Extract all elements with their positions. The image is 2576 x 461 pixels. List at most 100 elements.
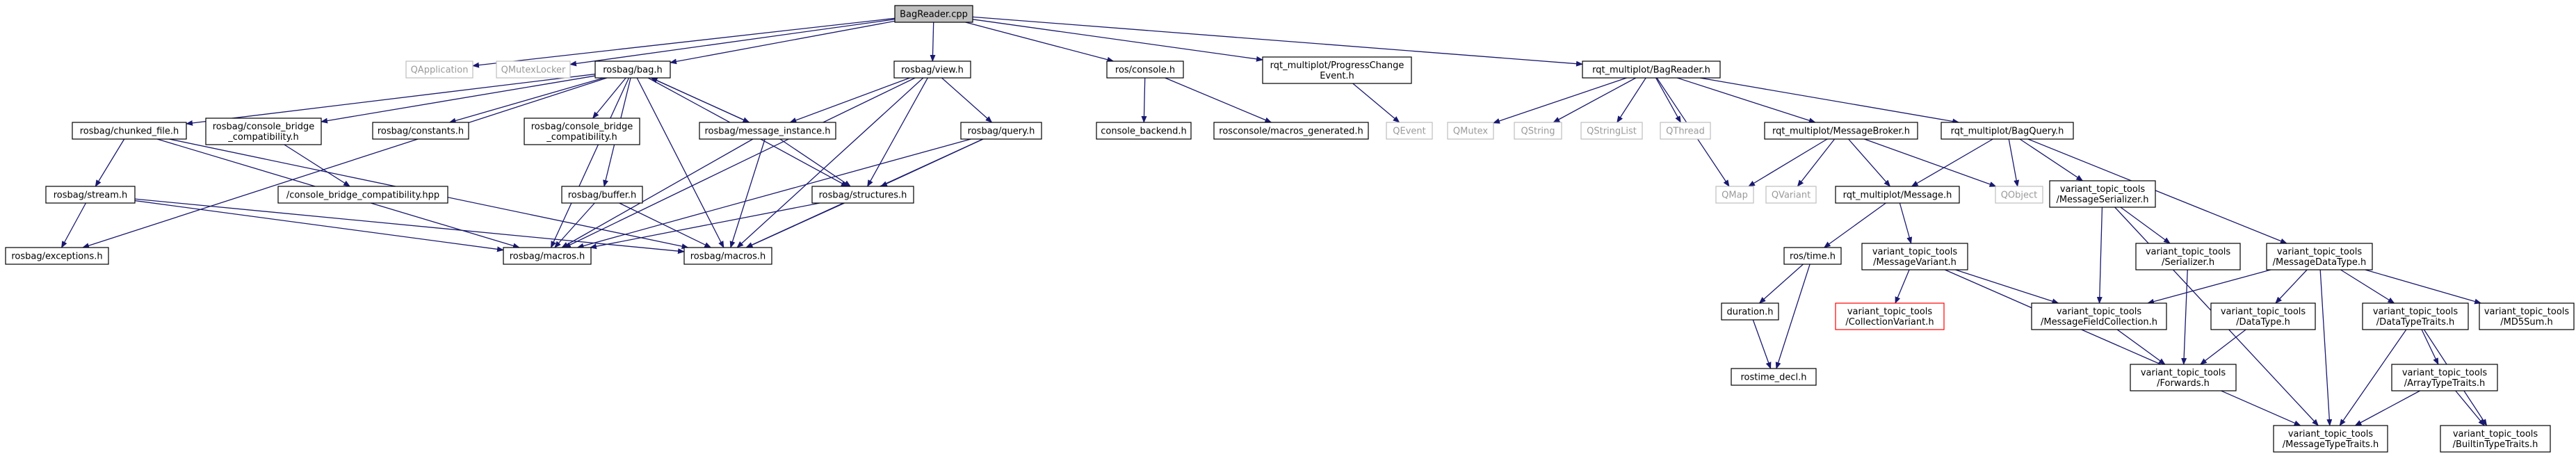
node-label: /BuiltinTypeTraits.h — [2453, 439, 2538, 450]
edge-message_instance_h-to-macros_h1 — [561, 138, 754, 248]
node-vtt_builtintraits_h[interactable]: variant_topic_tools/BuiltinTypeTraits.h — [2440, 425, 2551, 453]
edge-rosbag_bag_h-to-exceptions_h — [82, 77, 608, 249]
node-box — [2031, 302, 2167, 330]
node-rosbag_bag_h[interactable]: rosbag/bag.h — [594, 60, 671, 79]
node-ros_console_h[interactable]: ros/console.h — [1106, 60, 1184, 79]
node-vtt_datatype_h[interactable]: variant_topic_tools/DataType.h — [2210, 302, 2316, 330]
node-box — [1096, 122, 1192, 140]
node-console_backend_h[interactable]: console_backend.h — [1096, 122, 1192, 140]
node-vtt_md5_h[interactable]: variant_topic_tools/MD5Sum.h — [2479, 302, 2575, 330]
node-box — [1941, 122, 2074, 140]
edge-BagReader_cpp-to-rqt_bagreader_h — [972, 16, 1583, 67]
node-label: QString — [1521, 127, 1555, 137]
node-vtt_forwards_h[interactable]: variant_topic_tools/Forwards.h — [2130, 364, 2237, 391]
node-label: rqt_multiplot/MessageBroker.h — [1772, 127, 1910, 137]
node-rqt_bagreader_h[interactable]: rqt_multiplot/BagReader.h — [1582, 60, 1721, 79]
node-label: /MessageSerializer.h — [2056, 195, 2148, 205]
node-vtt_ser_h[interactable]: variant_topic_tools/Serializer.h — [2135, 243, 2241, 270]
node-label: QMutex — [1453, 127, 1489, 137]
node-label: QMap — [1722, 191, 1748, 201]
node-box — [2479, 302, 2575, 330]
node-box — [1764, 122, 1918, 140]
node-label: /DataTypeTraits.h — [2376, 317, 2454, 327]
node-console_bridge_h2[interactable]: rosbag/console_bridge_compatibility.h — [524, 118, 640, 145]
node-vtt_msgdatatype_h[interactable]: variant_topic_tools/MessageDataType.h — [2266, 243, 2373, 270]
edge-ros_console_h-to-macros_generated_h — [1165, 77, 1272, 123]
edge-query_h-to-macros_h1 — [576, 138, 971, 249]
edge-buffer_h-to-macros_h2 — [619, 202, 712, 248]
node-message_instance_h[interactable]: rosbag/message_instance.h — [699, 122, 836, 140]
node-QStringList: QStringList — [1580, 122, 1643, 140]
node-box — [524, 118, 640, 145]
node-box — [372, 122, 469, 140]
node-vtt_fieldcoll_h[interactable]: variant_topic_tools/MessageFieldCollecti… — [2031, 302, 2167, 330]
node-box — [1995, 186, 2043, 204]
node-box — [1731, 368, 1817, 386]
node-label: QApplication — [411, 65, 469, 76]
node-QEvent: QEvent — [1386, 122, 1433, 140]
edge-BagReader_cpp-to-rosbag_bag_h — [670, 20, 896, 65]
node-vtt_msgtypetraits_h[interactable]: variant_topic_tools/MessageTypeTraits.h — [2273, 425, 2388, 453]
node-box — [5, 247, 109, 265]
node-label: /Forwards.h — [2157, 378, 2210, 389]
node-vtt_serializer_h[interactable]: variant_topic_tools/MessageSerializer.h — [2049, 180, 2156, 208]
node-box — [2362, 302, 2469, 330]
node-ros_time_h[interactable]: ros/time.h — [1783, 247, 1842, 265]
node-chunked_file_h[interactable]: rosbag/chunked_file.h — [72, 122, 187, 140]
node-duration_h[interactable]: duration.h — [1721, 302, 1779, 321]
node-constants_h[interactable]: rosbag/constants.h — [372, 122, 469, 140]
node-box — [960, 122, 1042, 140]
node-label: rosconsole/macros_generated.h — [1219, 127, 1363, 137]
node-cb_hpp[interactable]: /console_bridge_compatibility.hpp — [277, 186, 448, 204]
node-macros_h2[interactable]: rosbag/macros.h — [683, 247, 772, 265]
node-rostime_decl_h[interactable]: rostime_decl.h — [1731, 368, 1817, 386]
node-BagReader_cpp[interactable]: BagReader.cpp — [894, 5, 973, 23]
node-label: rosbag/structures.h — [819, 191, 907, 201]
node-buffer_h[interactable]: rosbag/buffer.h — [561, 186, 643, 204]
edge-duration_h-to-rostime_decl_h — [1752, 319, 1772, 369]
edge-vtt_msgdatatype_h-to-vtt_msgtypetraits_h — [2319, 269, 2333, 426]
node-box — [2130, 364, 2237, 391]
edge-rqt_progress_h-to-QEvent — [1352, 83, 1400, 123]
node-label: /CollectionVariant.h — [1845, 317, 1934, 327]
node-structures_h[interactable]: rosbag/structures.h — [811, 186, 914, 204]
node-label: rosbag/bag.h — [603, 65, 662, 76]
node-QMutexLocker: QMutexLocker — [496, 60, 571, 79]
node-box — [45, 186, 136, 204]
node-QObject: QObject — [1995, 186, 2043, 204]
node-vtt_dttraits_h[interactable]: variant_topic_tools/DataTypeTraits.h — [2362, 302, 2469, 330]
node-rqt_message_h[interactable]: rqt_multiplot/Message.h — [1835, 186, 1960, 204]
node-box — [1262, 56, 1412, 84]
edge-buffer_h-to-macros_h1 — [554, 202, 595, 248]
edge-stream_h-to-exceptions_h — [60, 202, 87, 248]
node-stream_h[interactable]: rosbag/stream.h — [45, 186, 136, 204]
edge-vtt_msgdatatype_h-to-vtt_fieldcoll_h — [2147, 269, 2271, 305]
node-box — [1660, 122, 1711, 140]
node-console_bridge_h1[interactable]: rosbag/console_bridge_compatibility.h — [205, 118, 322, 145]
node-label: variant_topic_tools — [2221, 307, 2306, 317]
edge-rosbag_view_h-to-macros_h1 — [563, 77, 916, 248]
edge-rosbag_bag_h-to-console_bridge_h2 — [592, 77, 626, 119]
node-exceptions_h[interactable]: rosbag/exceptions.h — [5, 247, 109, 265]
node-rqt_bagquery_h[interactable]: rqt_multiplot/BagQuery.h — [1941, 122, 2074, 140]
node-vtt_arraytraits_h[interactable]: variant_topic_tools/ArrayTypeTraits.h — [2391, 364, 2498, 391]
edge-vtt_msgdatatype_h-to-vtt_dttraits_h — [2340, 269, 2395, 304]
node-label: rostime_decl.h — [1740, 373, 1806, 383]
node-macros_generated_h[interactable]: rosconsole/macros_generated.h — [1213, 122, 1369, 140]
node-label: variant_topic_tools — [2373, 307, 2458, 317]
node-label: QMutexLocker — [501, 65, 566, 76]
node-query_h[interactable]: rosbag/query.h — [960, 122, 1042, 140]
node-vtt_collvariant_h[interactable]: variant_topic_tools/CollectionVariant.h — [1835, 302, 1945, 330]
node-vtt_msgvariant_h[interactable]: variant_topic_tools/MessageVariant.h — [1861, 243, 1968, 270]
node-label: /MessageFieldCollection.h — [2041, 317, 2157, 327]
edge-structures_h-to-macros_h1 — [589, 202, 820, 250]
node-macros_h1[interactable]: rosbag/macros.h — [503, 247, 592, 265]
edge-ros_time_h-to-rostime_decl_h — [1775, 264, 1811, 369]
node-QMap: QMap — [1715, 186, 1754, 204]
edge-rqt_message_h-to-vtt_msgvariant_h — [1899, 202, 1913, 244]
edge-rosbag_view_h-to-query_h — [941, 77, 993, 123]
node-rqt_broker_h[interactable]: rqt_multiplot/MessageBroker.h — [1764, 122, 1918, 140]
node-rosbag_view_h[interactable]: rosbag/view.h — [893, 60, 971, 79]
